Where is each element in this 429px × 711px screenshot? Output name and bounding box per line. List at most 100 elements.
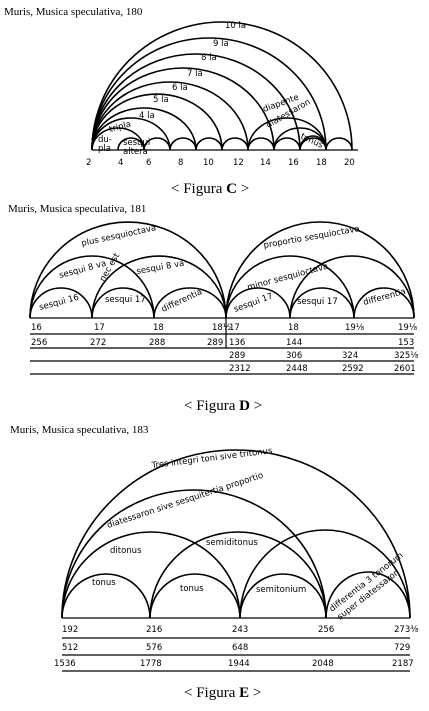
label-dupla-2: pla xyxy=(98,144,111,154)
cell: 512 xyxy=(62,643,78,653)
arc-proportio-sesquioctava xyxy=(225,221,415,319)
label-sesqui16: sesqui 16 xyxy=(38,293,80,313)
num-10: 10 xyxy=(203,158,214,168)
cell: 289 xyxy=(207,338,223,348)
arc-sesqui17-right2 xyxy=(289,287,355,319)
arc-4la xyxy=(91,107,197,151)
cell: 2448 xyxy=(286,364,308,374)
arc-right-big xyxy=(239,529,411,619)
num-16: 16 xyxy=(288,158,299,168)
label-sesqui17-right: sesqui 17 xyxy=(233,291,275,314)
figure-d: Muris, Musica speculativa, 181 plus sesq… xyxy=(8,203,418,414)
arc-ditonus xyxy=(61,531,241,619)
cell: 2187 xyxy=(392,659,414,669)
label-diatessaron-e: diatessaron sive sesquitertia proportio xyxy=(106,471,265,531)
arc-tonus1 xyxy=(61,573,151,619)
arc-tonus xyxy=(299,135,327,151)
label-ditonus: ditonus xyxy=(110,546,142,556)
cell: 136 xyxy=(229,338,245,348)
label-semiditonus: semiditonus xyxy=(206,538,258,548)
arc-differentia-left xyxy=(153,287,227,319)
table-d-row-4: 2312 2448 2592 2601 xyxy=(229,364,416,374)
table-d-row-3: 289 306 324 325⅛ xyxy=(229,351,418,361)
label-sesqui17-left: sesqui 17 xyxy=(105,295,146,305)
label-dupla-1: du- xyxy=(98,135,112,145)
num-12: 12 xyxy=(233,158,244,168)
table-d-row-2: 256 272 288 289 136 144 153 xyxy=(31,338,414,348)
arc-small-9 xyxy=(325,137,353,151)
arc-dupla xyxy=(91,127,145,151)
arc-7la xyxy=(91,67,275,151)
cell: 272 xyxy=(90,338,106,348)
table-e-row-3: 1536 1778 1944 2048 2187 xyxy=(54,659,414,669)
label-tritonus: Tres integri toni sive tritonus xyxy=(150,446,273,471)
cell: 2592 xyxy=(342,364,364,374)
arc-diatessaron-e xyxy=(61,489,327,619)
arc-small-2 xyxy=(143,137,171,151)
figure-c: Muris, Musica speculativa, 180 10 la 9 l… xyxy=(4,6,358,197)
figure-c-axis-numbers: 2 4 6 8 10 12 14 16 18 20 xyxy=(86,158,355,168)
table-d-row-1: 16 17 18 18½ 17 18 19⅛ 19⅛ xyxy=(31,323,417,333)
cell: 19⅛ xyxy=(398,323,417,333)
cell: 18 xyxy=(288,323,299,333)
arc-6la xyxy=(91,81,249,151)
arc-tripla xyxy=(91,117,171,151)
arc-right-mid xyxy=(289,255,415,319)
figure-e-title: < Figura E > xyxy=(184,685,261,701)
arc-semiditonus xyxy=(149,531,327,619)
cell: 153 xyxy=(398,338,414,348)
cell: 243 xyxy=(232,625,248,635)
arc-plus-sesquioctava xyxy=(29,221,227,319)
label-7la: 7 la xyxy=(187,69,203,79)
arc-small-5 xyxy=(221,137,249,151)
arc-10la xyxy=(91,21,353,151)
cell: 289 xyxy=(229,351,245,361)
cell: 325⅛ xyxy=(394,351,418,361)
cell: 17 xyxy=(229,323,240,333)
cell: 1536 xyxy=(54,659,76,669)
arc-5la xyxy=(91,93,223,151)
cell: 306 xyxy=(286,351,302,361)
num-20: 20 xyxy=(344,158,355,168)
cell: 18½ xyxy=(212,323,231,333)
label-differentia-right: differentia xyxy=(362,287,407,308)
label-sesqui: sesqui xyxy=(123,138,150,148)
cell: 648 xyxy=(232,643,248,653)
num-8: 8 xyxy=(178,158,183,168)
arc-tritonus xyxy=(61,449,411,619)
cell: 192 xyxy=(62,625,78,635)
cell: 1944 xyxy=(228,659,250,669)
label-proportio-sesquioctava: proportio sesquioctava xyxy=(263,224,361,251)
figure-e: Muris, Musica speculativa, 183 Tres inte… xyxy=(10,424,418,701)
arc-differentia-right xyxy=(353,287,415,319)
cell: 324 xyxy=(342,351,358,361)
label-9la: 9 la xyxy=(213,39,229,49)
arc-semitonium xyxy=(239,573,327,619)
label-tonus2: tonus xyxy=(180,584,204,594)
num-6: 6 xyxy=(146,158,151,168)
label-6la: 6 la xyxy=(172,83,188,93)
arc-sesqui8va-right xyxy=(91,255,227,319)
figure-c-caption: Muris, Musica speculativa, 180 xyxy=(4,6,143,18)
arc-diapente xyxy=(247,117,327,151)
cell: 1778 xyxy=(140,659,162,669)
figure-c-title: < Figura C > xyxy=(171,181,249,197)
label-10la: 10 la xyxy=(225,21,246,31)
label-sesqui17-right2: sesqui 17 xyxy=(297,297,338,307)
cell: 18 xyxy=(153,323,164,333)
label-plus-sesquioctava: plus sesquioctava xyxy=(81,223,158,249)
arc-minor-sesquioctava xyxy=(225,255,355,319)
arc-sesqui17-right xyxy=(225,287,291,319)
table-e-row-1: 192 216 243 256 273⅜ xyxy=(62,625,418,635)
label-4la: 4 la xyxy=(139,111,155,121)
num-18: 18 xyxy=(316,158,327,168)
figure-d-caption: Muris, Musica speculativa, 181 xyxy=(8,203,146,215)
label-altera: altera xyxy=(123,147,148,157)
cell: 273⅜ xyxy=(394,625,418,635)
arc-9la xyxy=(91,37,327,151)
cell: 17 xyxy=(94,323,105,333)
label-tonus1: tonus xyxy=(92,578,116,588)
arc-small-1 xyxy=(117,137,145,151)
table-e-row-2: 512 576 648 729 xyxy=(62,643,410,653)
